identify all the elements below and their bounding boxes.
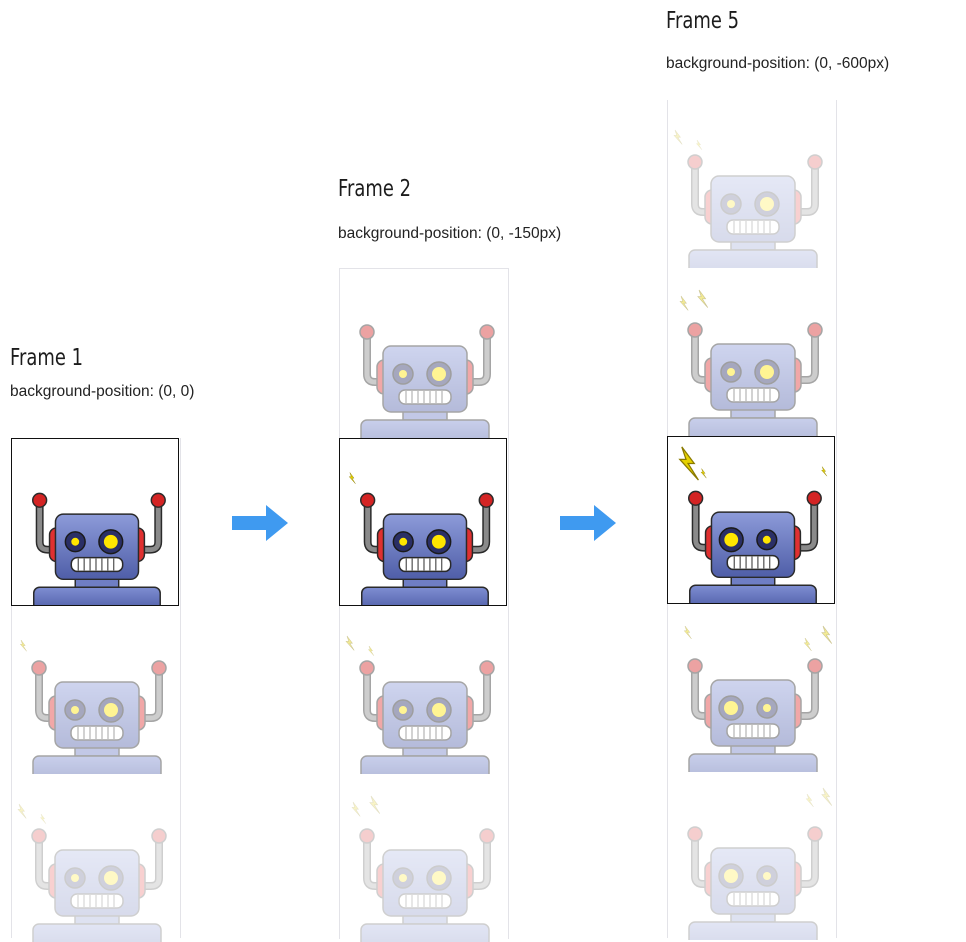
- frame-2-previous-cell: [339, 270, 507, 438]
- frame-1-sprite-strip: [11, 438, 179, 942]
- robot-icon: [339, 270, 507, 438]
- frame-2-visible-cell: [339, 438, 507, 606]
- frame-2-caption: background-position: (0, -150px): [338, 225, 562, 242]
- frame-1-later-cell: [11, 774, 179, 942]
- robot-icon: [12, 439, 178, 605]
- robot-icon: [339, 774, 507, 942]
- frame-2-sprite-strip: [339, 270, 507, 942]
- frame-2-title: Frame 2: [338, 176, 412, 202]
- frame-5-later-cell: [667, 772, 835, 940]
- frame-1-caption: background-position: (0, 0): [10, 383, 195, 400]
- robot-icon: [667, 772, 835, 940]
- robot-icon: [667, 604, 835, 772]
- frame-2-later-cell: [339, 774, 507, 942]
- right-arrow-icon: [560, 505, 616, 541]
- frame-5-earlier-cell: [667, 100, 835, 268]
- frame-5-previous-cell: [667, 268, 835, 436]
- right-arrow-icon: [232, 505, 288, 541]
- robot-icon: [11, 774, 179, 942]
- frame-1-title: Frame 1: [10, 345, 84, 371]
- robot-icon: [340, 439, 506, 605]
- robot-icon: [667, 268, 835, 436]
- frame-5-next-cell: [667, 604, 835, 772]
- frame-1-next-cell: [11, 606, 179, 774]
- robot-icon: [667, 100, 835, 268]
- robot-icon: [11, 606, 179, 774]
- frame-2-next-cell: [339, 606, 507, 774]
- sprite-strip-outline-1: [11, 438, 181, 938]
- frame-5-title: Frame 5: [666, 8, 740, 34]
- robot-icon: [339, 606, 507, 774]
- robot-icon: [668, 437, 834, 603]
- frame-5-visible-cell: [667, 436, 835, 604]
- frame-1-visible-cell: [11, 438, 179, 606]
- frame-5-caption: background-position: (0, -600px): [666, 55, 890, 72]
- frame-5-sprite-strip: [667, 100, 835, 940]
